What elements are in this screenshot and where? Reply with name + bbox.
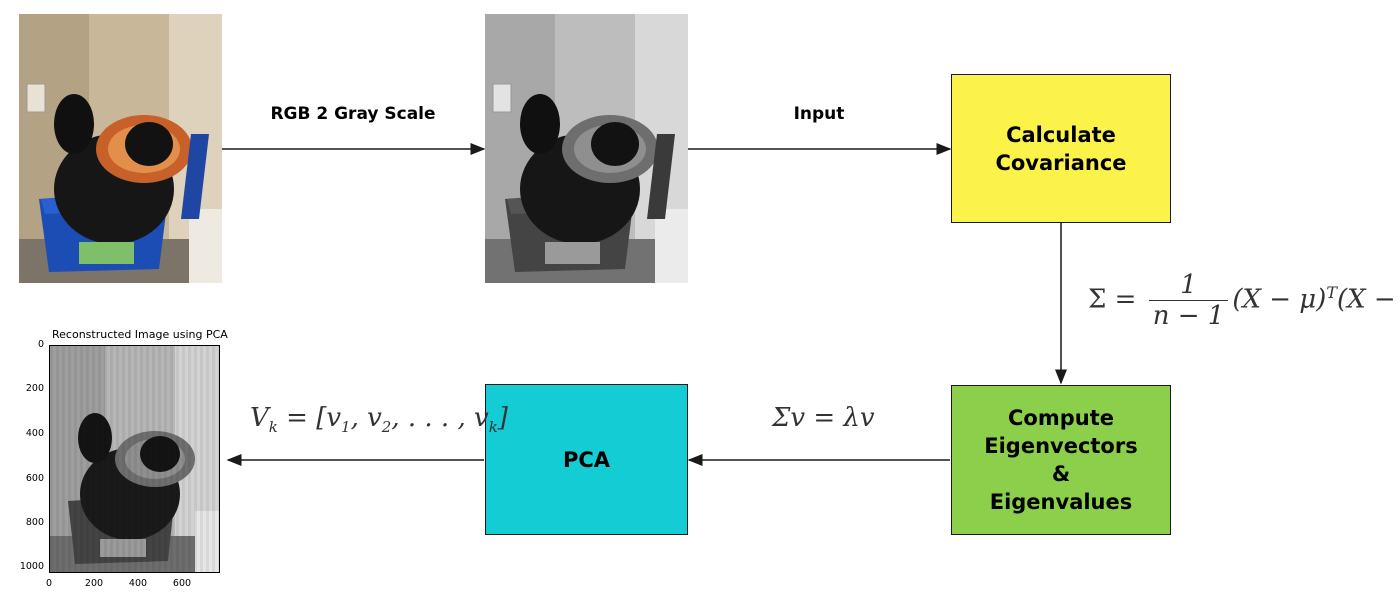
- y-tick-800: 800: [25, 517, 44, 528]
- y-tick-600: 600: [25, 473, 44, 484]
- components-lhs-subscript: k: [268, 418, 278, 437]
- components-lhs: V: [250, 403, 269, 433]
- y-tick-200: 200: [25, 383, 44, 394]
- pca-box-label: PCA: [562, 447, 611, 472]
- transpose-superscript: T: [1326, 282, 1337, 302]
- x-tick-200: 200: [84, 578, 104, 589]
- eigen-box-line-3: &: [1051, 462, 1071, 486]
- covariance-formula-tail: (X − μ): [1337, 284, 1400, 315]
- plot-title: Reconstructed Image using PCA: [52, 328, 228, 341]
- eigen-equation: Σv = λv: [772, 403, 875, 433]
- edge-label-rgb-to-gray: RGB 2 Gray Scale: [270, 104, 436, 124]
- x-tick-600: 600: [172, 578, 192, 589]
- compute-eigen-box: Compute Eigenvectors & Eigenvalues: [951, 385, 1171, 535]
- fraction-denominator: n − 1: [1152, 301, 1225, 331]
- x-tick-400: 400: [128, 578, 148, 589]
- covariance-box-line-2: Covariance: [995, 150, 1127, 175]
- pca-box: PCA: [485, 384, 688, 535]
- covariance-formula: Σ = 1 n − 1 (X − μ)T(X − μ): [1088, 270, 1400, 331]
- covariance-box-line-1: Calculate: [1006, 122, 1116, 147]
- x-tick-0: 0: [45, 578, 53, 589]
- eigen-box-line-4: Eigenvalues: [989, 490, 1133, 514]
- principal-components-formula: Vk = [v1, v2, . . . , vk]: [250, 403, 508, 437]
- components-eq: = [v: [277, 403, 342, 433]
- fraction-numerator: 1: [1148, 270, 1229, 301]
- original-color-image: [19, 14, 222, 283]
- covariance-formula-term: (X − μ): [1232, 284, 1327, 315]
- calculate-covariance-box: Calculate Covariance: [951, 74, 1171, 223]
- eigen-box-line-1: Compute: [1008, 406, 1114, 430]
- edge-label-input: Input: [793, 104, 845, 124]
- covariance-fraction: 1 n − 1: [1148, 270, 1229, 331]
- component-subscript-2: 2: [381, 418, 392, 437]
- y-tick-400: 400: [25, 428, 44, 439]
- y-tick-1000: 1000: [19, 561, 44, 572]
- component-subscript-k: k: [488, 418, 498, 437]
- covariance-formula-lhs: Σ =: [1088, 284, 1137, 315]
- reconstructed-image: [49, 345, 220, 573]
- y-tick-0: 0: [37, 339, 44, 350]
- component-subscript-1: 1: [341, 418, 351, 437]
- eigen-box-line-2: Eigenvectors: [984, 434, 1138, 458]
- grayscale-image: [485, 14, 688, 283]
